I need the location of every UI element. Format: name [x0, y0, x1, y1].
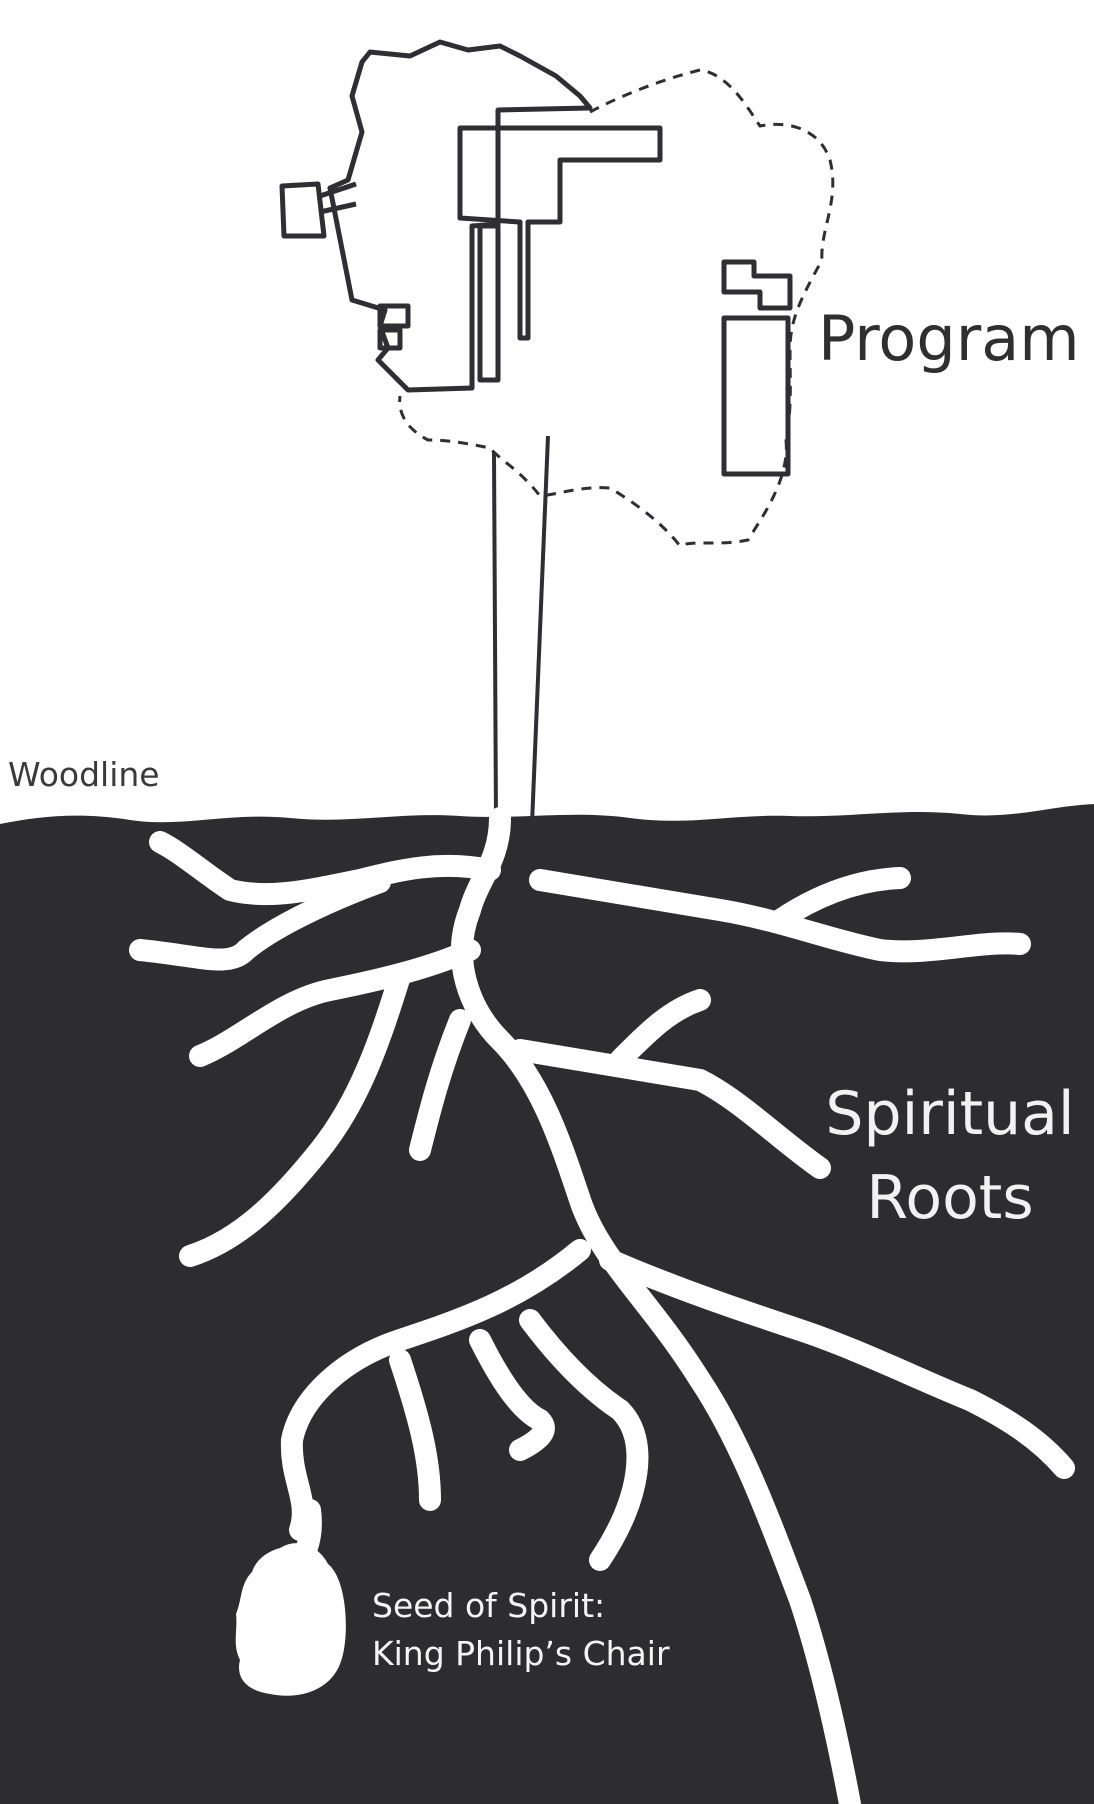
stem-line-right — [530, 435, 550, 825]
root-upper-right-2 — [769, 867, 911, 931]
root-lower-mid — [519, 1309, 649, 1571]
root-upper-left — [149, 831, 501, 906]
spiritual-roots-line1: Spiritual — [825, 1079, 1075, 1149]
root-mid-left-3 — [409, 1009, 471, 1161]
seed-of-spirit-blob — [235, 1543, 346, 1696]
seed-label-line1: Seed of Spirit: — [372, 1586, 606, 1625]
root-system — [129, 807, 1075, 1804]
program-upper-annex — [457, 125, 663, 341]
program-tall-block-right — [721, 315, 791, 477]
seed-label-line2: King Philip’s Chair — [372, 1634, 670, 1673]
root-lower-right — [599, 1249, 1075, 1479]
spiritual-roots-label: Spiritual Roots — [810, 1072, 1090, 1240]
seed-of-spirit-label: Seed of Spirit: King Philip’s Chair — [372, 1582, 670, 1678]
root-trunk — [451, 807, 861, 1804]
root-mid-left-2 — [179, 965, 411, 1267]
root-mid-left — [189, 939, 481, 1067]
woodline-label: Woodline — [8, 755, 160, 794]
root-lower-mid-3 — [389, 1349, 441, 1511]
program-dashed-envelope — [398, 68, 835, 548]
root-lower-mid-2 — [469, 1329, 555, 1461]
root-lower-left — [280, 1239, 591, 1541]
program-label: Program — [818, 302, 1080, 375]
root-upper-right — [529, 869, 1031, 963]
root-mid-right — [509, 1039, 831, 1179]
program-small-block-right — [721, 259, 793, 311]
root-upper-left-2 — [129, 871, 391, 971]
stem-line-left — [492, 451, 498, 823]
program-notch — [377, 303, 411, 329]
program-connector-left — [319, 181, 357, 215]
program-main-block — [327, 39, 593, 393]
program-wing-left — [279, 181, 327, 239]
program-stair-strip — [477, 223, 501, 383]
spiritual-roots-line2: Roots — [866, 1163, 1034, 1233]
program-notch-2 — [377, 327, 403, 351]
root-mid-right-2 — [609, 989, 711, 1071]
